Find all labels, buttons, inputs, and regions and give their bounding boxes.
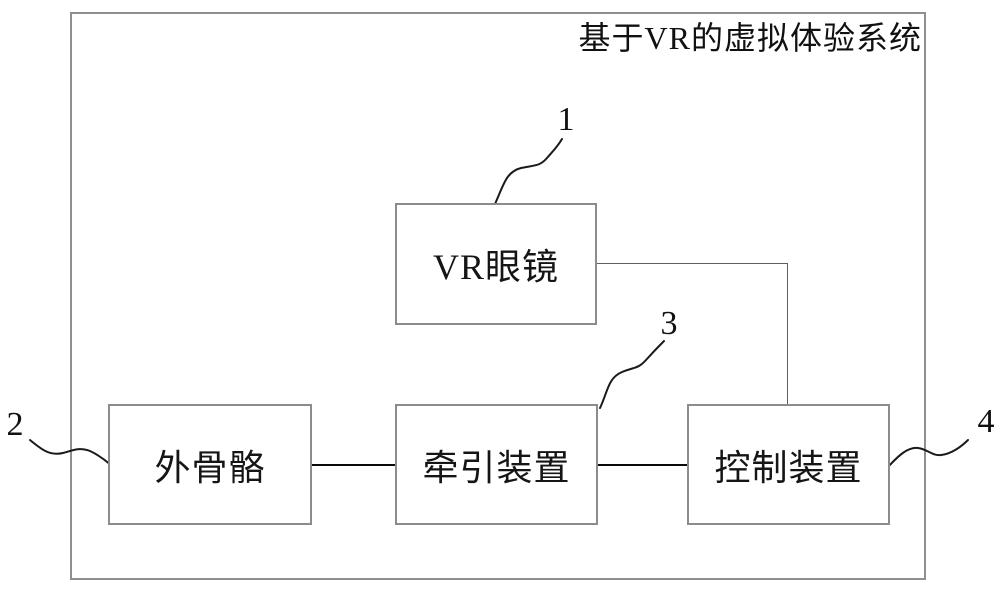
box-control-device-label: 控制装置 <box>714 447 863 488</box>
box-exoskeleton-label: 外骨骼 <box>154 447 266 488</box>
box-traction-device-label: 牵引装置 <box>422 447 571 488</box>
reference-number-2: 2 <box>6 406 24 443</box>
reference-number-4: 4 <box>977 403 995 440</box>
reference-number-3: 3 <box>660 305 678 342</box>
box-exoskeleton: 外骨骼 <box>108 404 312 525</box>
connector-vr-to-control-horizontal <box>597 262 788 264</box>
connector-vr-to-control-vertical <box>786 263 788 405</box>
box-vr-glasses-label: VR眼镜 <box>432 247 559 287</box>
box-traction-device: 牵引装置 <box>395 404 598 525</box>
reference-number-1: 1 <box>557 101 575 138</box>
system-boundary-rect <box>70 12 926 580</box>
box-control-device: 控制装置 <box>687 404 890 525</box>
box-vr-glasses: VR眼镜 <box>395 203 597 325</box>
figure-title: 基于VR的虚拟体验系统 <box>578 20 922 56</box>
connector-exoskeleton-traction <box>311 463 396 466</box>
connector-traction-control <box>597 463 688 466</box>
